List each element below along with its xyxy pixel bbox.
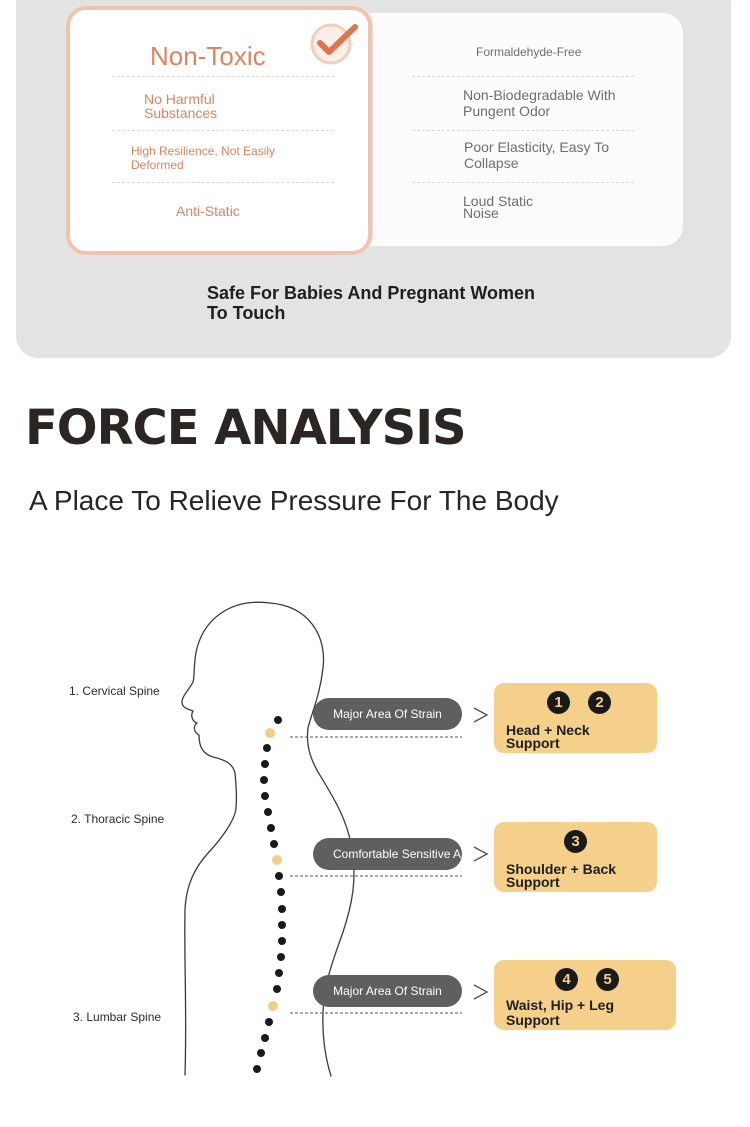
support-label-head-neck: Head + Neck Support bbox=[506, 722, 590, 751]
number-badge: 2 bbox=[588, 691, 611, 714]
regular-item-3: Loud Static Noise bbox=[463, 193, 534, 221]
number-badge: 1 bbox=[547, 691, 570, 714]
spine-label-cervical: 1. Cervical Spine bbox=[69, 684, 160, 698]
support-label-shoulder-back: Shoulder + Back Support bbox=[506, 861, 617, 890]
spine-dots bbox=[253, 716, 286, 1073]
support-box-waist-hip-leg bbox=[494, 960, 676, 1030]
comparison-card-regular bbox=[350, 13, 683, 246]
support-box-head-neck bbox=[494, 683, 657, 753]
divider bbox=[112, 76, 334, 77]
regular-item-2: Poor Elasticity, Easy To Collapse bbox=[464, 139, 609, 171]
chevron-right-icon bbox=[473, 984, 489, 1000]
leader-lines bbox=[290, 736, 462, 1014]
number-badge: 3 bbox=[564, 830, 587, 853]
number-badge: 5 bbox=[596, 968, 619, 991]
spine-label-thoracic: 2. Thoracic Spine bbox=[71, 812, 165, 826]
safe-for-babies-text: Safe For Babies And Pregnant Women To To… bbox=[207, 283, 536, 323]
regular-item-1: Non-Biodegradable With Pungent Odor bbox=[463, 87, 616, 119]
chevron-right-icon bbox=[473, 846, 489, 862]
divider bbox=[412, 130, 634, 131]
featured-item-1: No Harmful Substances bbox=[144, 91, 218, 121]
support-label-waist-hip-leg: Waist, Hip + Leg Support bbox=[506, 997, 614, 1028]
divider bbox=[412, 76, 634, 77]
divider bbox=[412, 182, 634, 183]
divider bbox=[112, 130, 334, 131]
divider bbox=[112, 182, 334, 183]
featured-item-3: Anti-Static bbox=[176, 203, 240, 219]
check-icon bbox=[310, 23, 358, 65]
number-badge: 4 bbox=[555, 968, 578, 991]
regular-title: Formaldehyde-Free bbox=[476, 45, 582, 59]
strain-pill-lower: Major Area Of Strain bbox=[313, 975, 462, 1007]
featured-title: Non-Toxic bbox=[150, 41, 266, 71]
chevron-right-icon bbox=[473, 707, 489, 723]
section-title: FORCE ANALYSIS bbox=[25, 400, 467, 456]
section-subtitle: A Place To Relieve Pressure For The Body bbox=[29, 485, 559, 516]
sensitive-area-pill: Comfortable Sensitive Area bbox=[313, 838, 462, 870]
strain-pill-upper: Major Area Of Strain bbox=[313, 698, 462, 730]
spine-label-lumbar: 3. Lumbar Spine bbox=[73, 1010, 162, 1024]
featured-item-2: High Resilience, Not Easily Deformed bbox=[131, 144, 276, 172]
